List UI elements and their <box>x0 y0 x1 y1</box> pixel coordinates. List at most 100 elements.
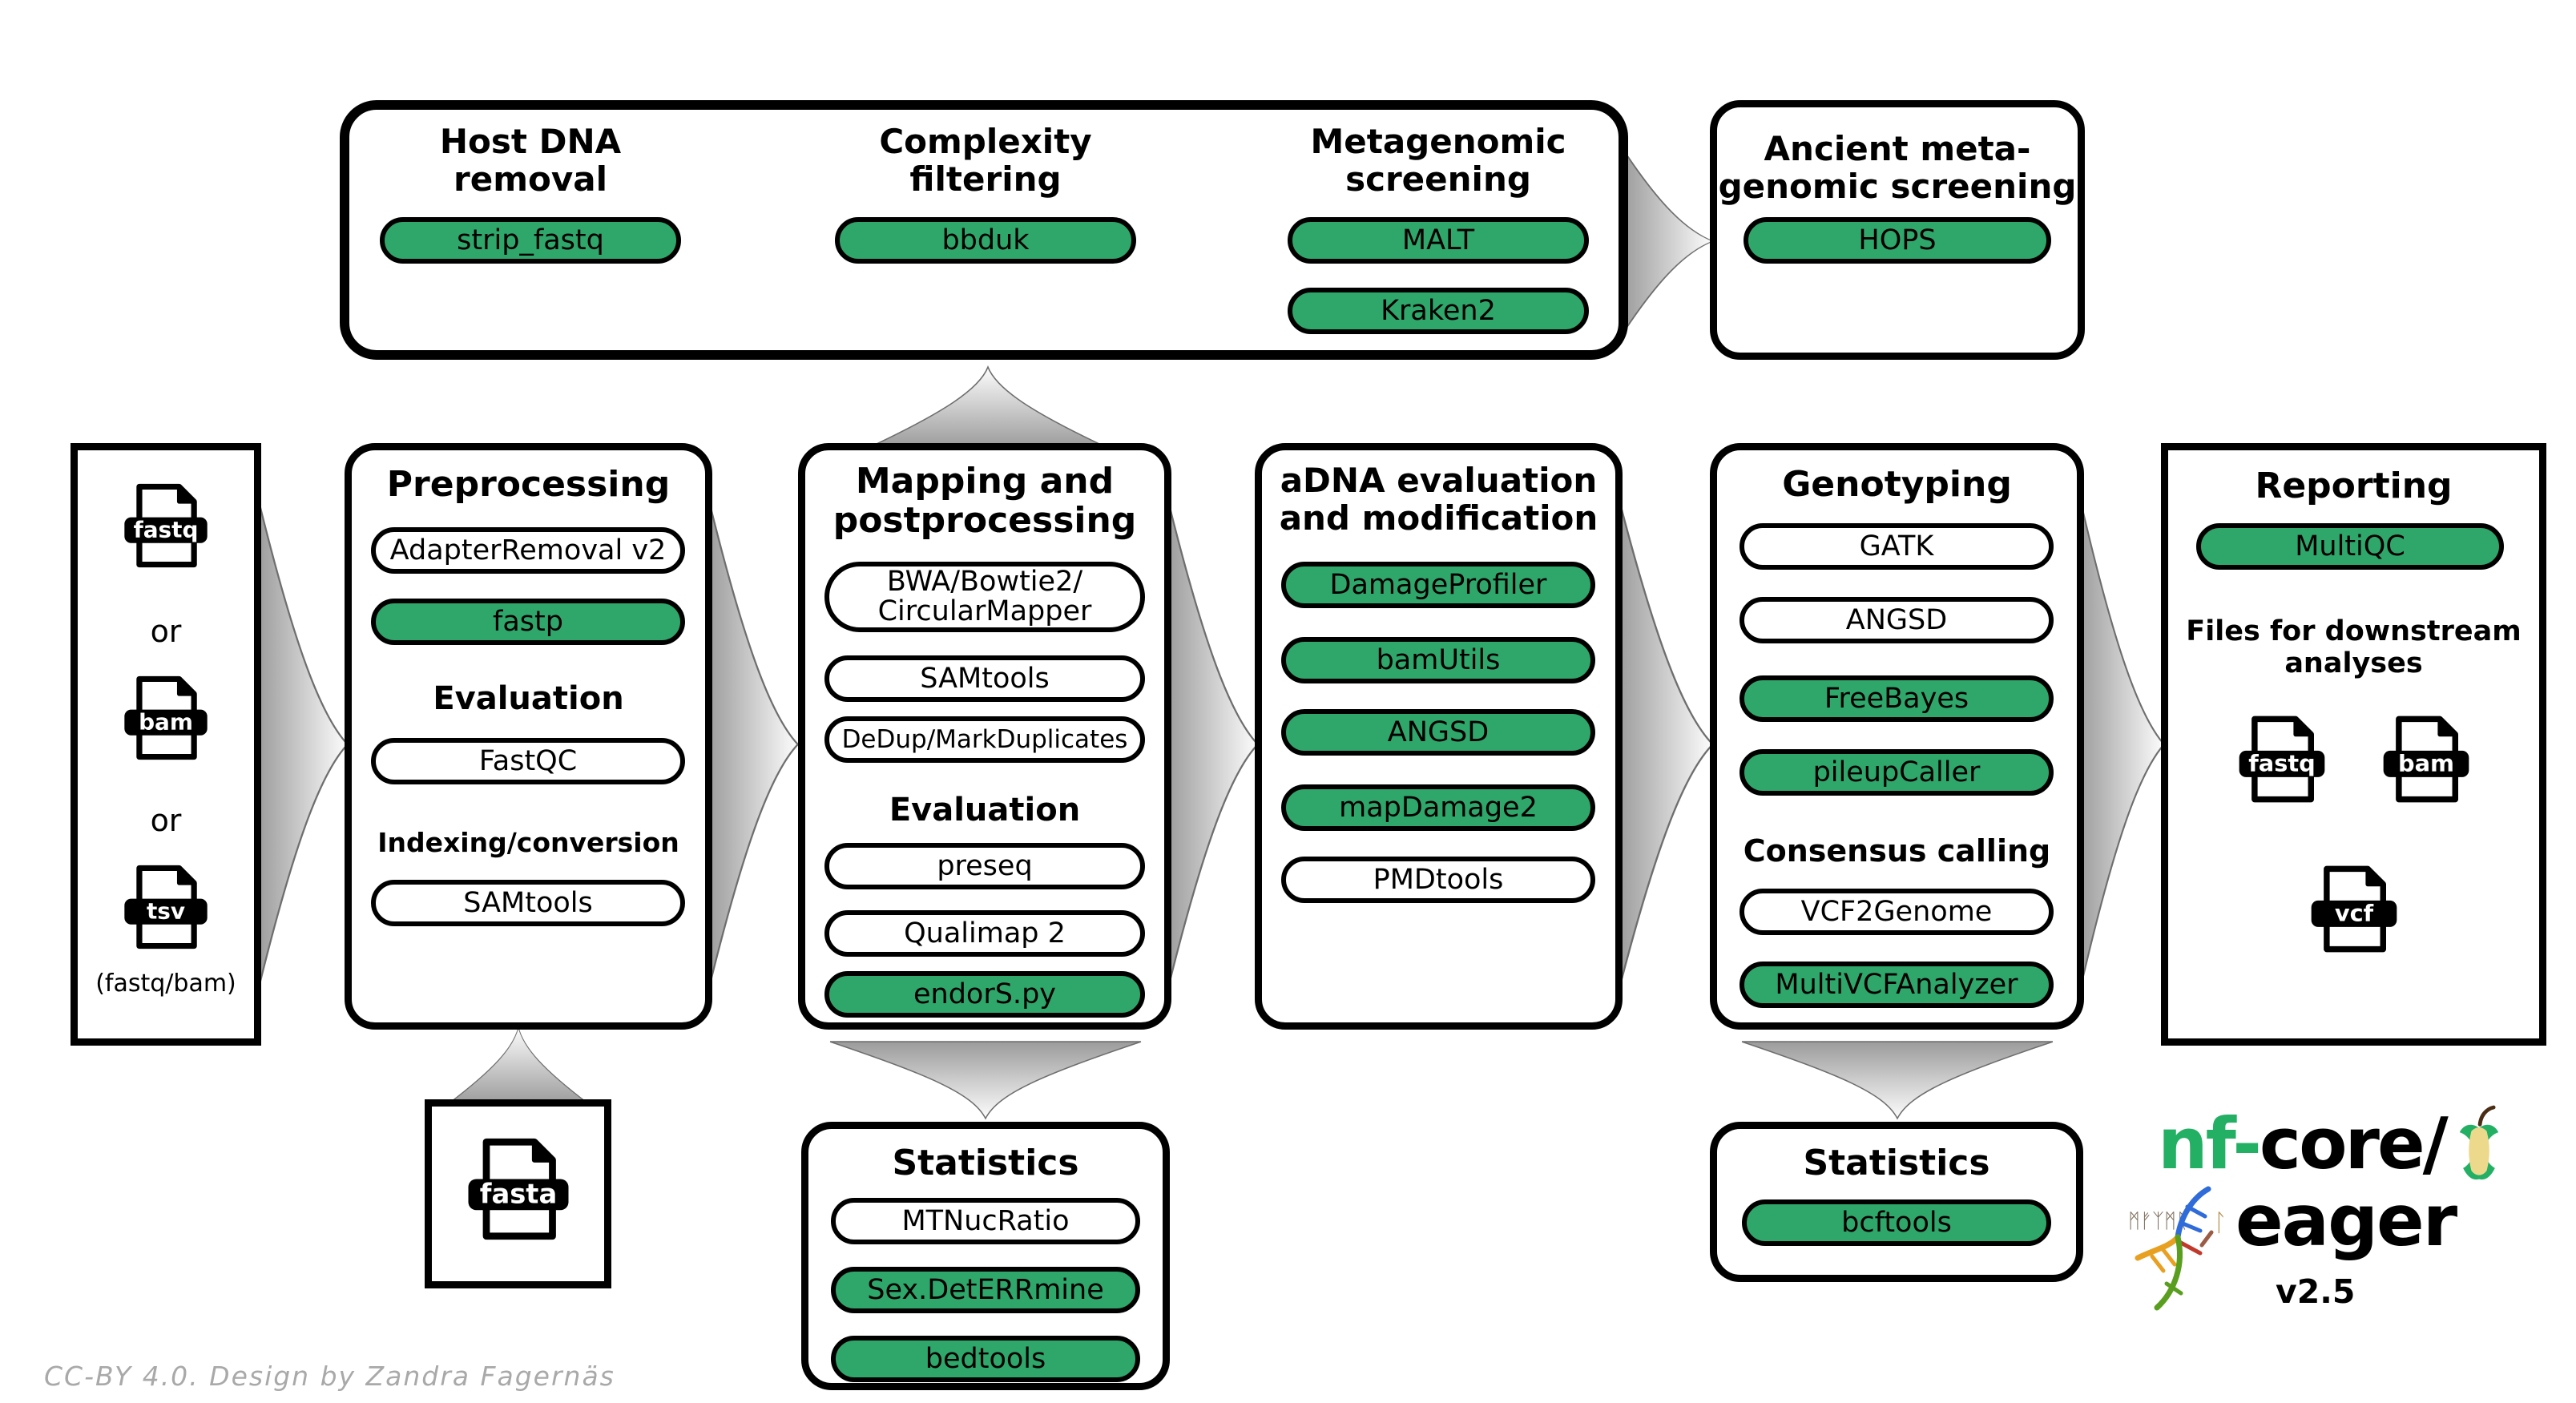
bam-file-icon: bam <box>2383 716 2469 803</box>
box-title-line: and modification <box>1279 498 1598 538</box>
pill-samtools: SAMtools <box>824 655 1145 702</box>
pill-adapterremoval: AdapterRemoval v2 <box>371 527 685 574</box>
pill-kraken2: Kraken2 <box>1288 288 1589 334</box>
column-title-line: filtering <box>909 159 1062 200</box>
pill-label-line: CircularMapper <box>877 595 1092 627</box>
or-label: or <box>150 803 182 838</box>
file-icon-label: fastq <box>2248 749 2315 776</box>
license-credit: CC-BY 4.0. Design by Zandra Fagernäs <box>44 1361 615 1392</box>
pill-mtnucratio: MTNucRatio <box>831 1198 1140 1244</box>
column-metagenomic-screening: Metagenomic screening MALT Kraken2 <box>1278 110 1598 350</box>
bam-file-icon: bam <box>124 675 208 760</box>
pill-bbduk: bbduk <box>835 217 1136 264</box>
pill-strip-fastq: strip_fastq <box>380 217 681 264</box>
arrow-mapping-to-statistics-icon <box>829 1041 1142 1120</box>
box-title: Reporting <box>2255 466 2453 506</box>
column-title-line: Metagenomic <box>1310 122 1566 161</box>
pill-fastqc: FastQC <box>371 738 685 784</box>
fasta-file-icon: fasta <box>468 1138 569 1240</box>
box-title: Statistics <box>1803 1143 1990 1183</box>
pill-bamutils: bamUtils <box>1281 637 1595 683</box>
fastq-file-icon: fastq <box>2239 716 2325 803</box>
box-title: Statistics <box>892 1143 1079 1183</box>
pill-fastp: fastp <box>371 599 685 645</box>
nf-prefix: nf- <box>2158 1103 2262 1185</box>
input-files-box: fastq or bam or tsv (fastq/bam) <box>71 443 261 1046</box>
arrow-mapping-to-screening-icon <box>868 365 1108 448</box>
file-icon-label: fasta <box>480 1179 557 1210</box>
box-title: Genotyping <box>1782 464 2012 505</box>
box-title-line: Mapping and <box>855 461 1115 502</box>
box-title-line: genomic screening <box>1718 167 2077 207</box>
pill-gatk: GATK <box>1740 523 2054 570</box>
arrow-genotyping-to-reporting-icon <box>2078 492 2166 997</box>
pill-sex-deterrmine: Sex.DetERRmine <box>831 1267 1140 1313</box>
file-icon-label: vcf <box>2335 899 2374 926</box>
eager-wordmark: eager <box>2235 1179 2457 1262</box>
column-title-line: Host DNA <box>439 122 622 161</box>
pill-endors-py: endorS.py <box>824 971 1145 1018</box>
file-icon-label: fastq <box>134 516 199 542</box>
box-title: Preprocessing <box>386 464 671 505</box>
pill-pileupcaller: pileupCaller <box>1740 749 2054 796</box>
pill-freebayes: FreeBayes <box>1740 675 2054 722</box>
pill-bedtools: bedtools <box>831 1336 1140 1382</box>
arrow-adna-to-genotyping-icon <box>1616 492 1715 997</box>
column-title-line: screening <box>1345 159 1531 200</box>
subtitle-line: analyses <box>2284 647 2423 679</box>
subtitle-indexing-conversion: Indexing/conversion <box>377 827 679 858</box>
ancient-screening-box: Ancient meta- genomic screening HOPS <box>1710 100 2085 360</box>
statistics-mapping-box: Statistics MTNucRatio Sex.DetERRmine bed… <box>801 1122 1170 1390</box>
file-icon-label: bam <box>139 708 193 735</box>
file-icon-label: bam <box>2398 749 2454 776</box>
pill-vcf2genome: VCF2Genome <box>1740 889 2054 935</box>
input-caption: (fastq/bam) <box>95 970 236 998</box>
pill-multiqc: MultiQC <box>2196 523 2504 570</box>
pill-hops: HOPS <box>1744 217 2051 264</box>
box-title-line: postprocessing <box>832 500 1137 542</box>
fasta-box: fasta <box>425 1099 611 1288</box>
subtitle-evaluation: Evaluation <box>433 680 624 717</box>
mapping-box: Mapping and postprocessing BWA/Bowtie2/ … <box>798 443 1171 1030</box>
pill-multivcfanalyzer: MultiVCFAnalyzer <box>1740 962 2054 1008</box>
arrow-screening-to-ancient-icon <box>1621 147 1715 335</box>
pill-preseq: preseq <box>824 843 1145 889</box>
adna-box: aDNA evaluation and modification DamageP… <box>1255 443 1623 1030</box>
box-title-line: aDNA evaluation <box>1280 461 1598 500</box>
pill-damageprofiler: DamageProfiler <box>1281 562 1595 608</box>
file-icon-label: tsv <box>147 897 185 924</box>
statistics-genotyping-box: Statistics bcftools <box>1710 1122 2083 1282</box>
pill-bwa-bowtie2-circularmapper: BWA/Bowtie2/ CircularMapper <box>824 562 1145 632</box>
column-title-line: removal <box>454 159 607 200</box>
dna-helix-icon: ᛗᚠᛉᛗᚱ ᛚ <box>2128 1186 2227 1311</box>
pill-bcftools: bcftools <box>1742 1199 2051 1246</box>
column-title-line: Complexity <box>879 122 1092 161</box>
vcf-file-icon: vcf <box>2311 865 2397 953</box>
preprocessing-box: Preprocessing AdapterRemoval v2 fastp Ev… <box>345 443 712 1030</box>
apple-core-icon <box>2453 1105 2505 1180</box>
pill-mapdamage2: mapDamage2 <box>1281 784 1595 831</box>
pill-pmdtools: PMDtools <box>1281 857 1595 903</box>
arrow-fasta-to-preprocessing-icon <box>447 1026 590 1104</box>
pill-malt: MALT <box>1288 217 1589 264</box>
column-complexity-filtering: Complexity filtering bbduk <box>825 110 1146 350</box>
version-label: v2.5 <box>2276 1272 2356 1311</box>
arrow-preprocessing-to-mapping-icon <box>706 492 800 997</box>
box-title-line: Ancient meta- <box>1764 129 2031 168</box>
rune-l: ᛚ <box>2213 1209 2227 1237</box>
core-suffix: core/ <box>2259 1103 2449 1185</box>
subtitle-line: Files for downstream <box>2186 615 2522 647</box>
column-host-dna-removal: Host DNA removal strip_fastq <box>370 110 691 350</box>
pill-dedup-markduplicates: DeDup/MarkDuplicates <box>824 716 1145 763</box>
pill-angsd: ANGSD <box>1281 709 1595 756</box>
reporting-box: Reporting MultiQC Files for downstream a… <box>2161 443 2546 1046</box>
subtitle-evaluation: Evaluation <box>889 792 1081 828</box>
arrow-input-to-preprocessing-icon <box>256 492 349 997</box>
fastq-file-icon: fastq <box>124 483 208 568</box>
tsv-file-icon: tsv <box>124 865 208 949</box>
pill-label-line: BWA/Bowtie2/ <box>886 566 1083 599</box>
or-label: or <box>150 614 182 649</box>
pill-samtools: SAMtools <box>371 880 685 926</box>
screening-box: Host DNA removal strip_fastq Complexity … <box>340 100 1628 360</box>
